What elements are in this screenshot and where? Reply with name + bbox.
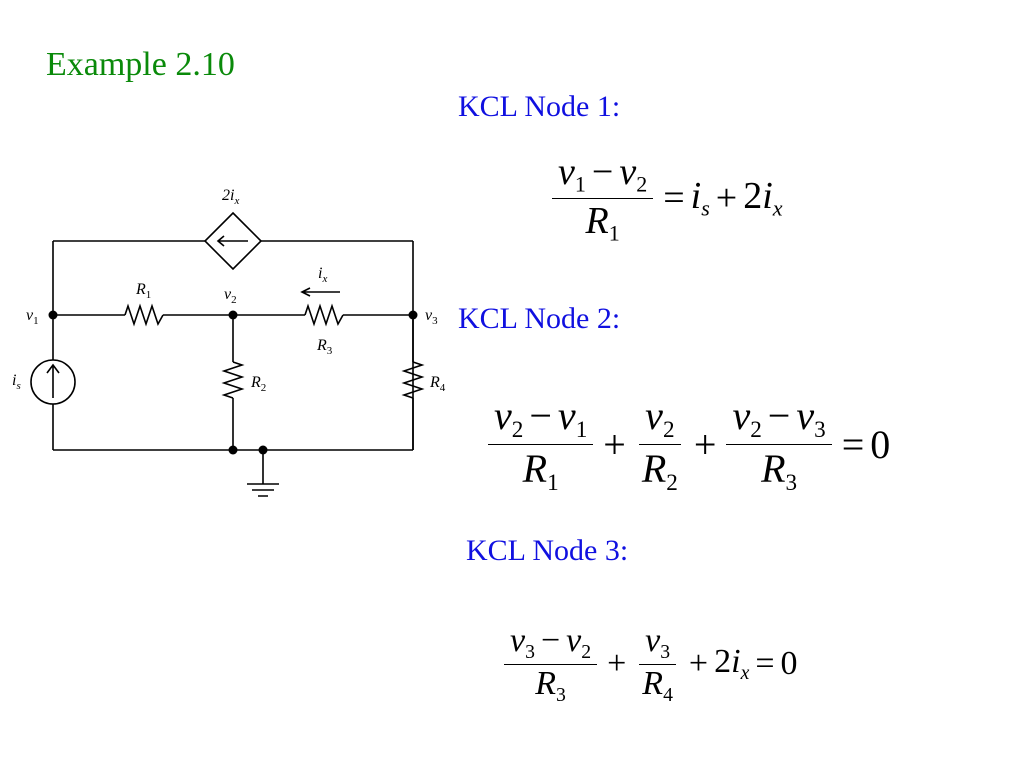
label-dependent-source: 2ix xyxy=(222,187,239,207)
circuit-diagram: 2ix R1 v2 ix R3 v1 v3 R2 R4 is xyxy=(12,187,446,497)
label-r2: R2 xyxy=(250,374,266,394)
label-v2: v2 xyxy=(224,286,237,306)
label-ix: ix xyxy=(318,265,327,285)
resistor-r2 xyxy=(221,361,245,399)
dependent-source-icon xyxy=(203,211,263,271)
page-title: Example 2.10 xyxy=(46,46,235,83)
kcl-node-1-equation: v1−v2 R1 = is + 2ix xyxy=(548,150,783,246)
kcl-node-3-equation: v3−v2 R3 + v3 R4 + 2ix = 0 xyxy=(500,622,798,707)
resistor-r1 xyxy=(124,303,164,327)
ix-arrow-icon xyxy=(300,287,340,297)
fraction-term: v3−v2 R3 xyxy=(504,622,598,707)
label-v1: v1 xyxy=(26,307,39,327)
fraction-term: v2 R2 xyxy=(636,392,684,497)
label-is: is xyxy=(12,372,21,392)
ground-icon xyxy=(247,450,279,497)
fraction-term: v3 R4 xyxy=(636,622,679,707)
fraction-term: v2−v1 R1 xyxy=(488,392,594,497)
kcl-node-2-label: KCL Node 2: xyxy=(458,302,621,335)
resistor-r3 xyxy=(304,303,344,327)
fraction-term: v1−v2 R1 xyxy=(552,150,654,246)
label-r1: R1 xyxy=(135,281,151,301)
kcl-node-3-label: KCL Node 3: xyxy=(466,534,629,567)
label-v3: v3 xyxy=(425,307,438,327)
kcl-node-2-equation: v2−v1 R1 + v2 R2 + v2−v3 R3 = 0 xyxy=(484,392,890,497)
fraction-term: v2−v3 R3 xyxy=(726,392,832,497)
kcl-node-1-label: KCL Node 1: xyxy=(458,90,621,123)
label-r4: R4 xyxy=(429,374,446,394)
resistor-r4 xyxy=(401,361,425,399)
label-r3: R3 xyxy=(316,337,333,357)
